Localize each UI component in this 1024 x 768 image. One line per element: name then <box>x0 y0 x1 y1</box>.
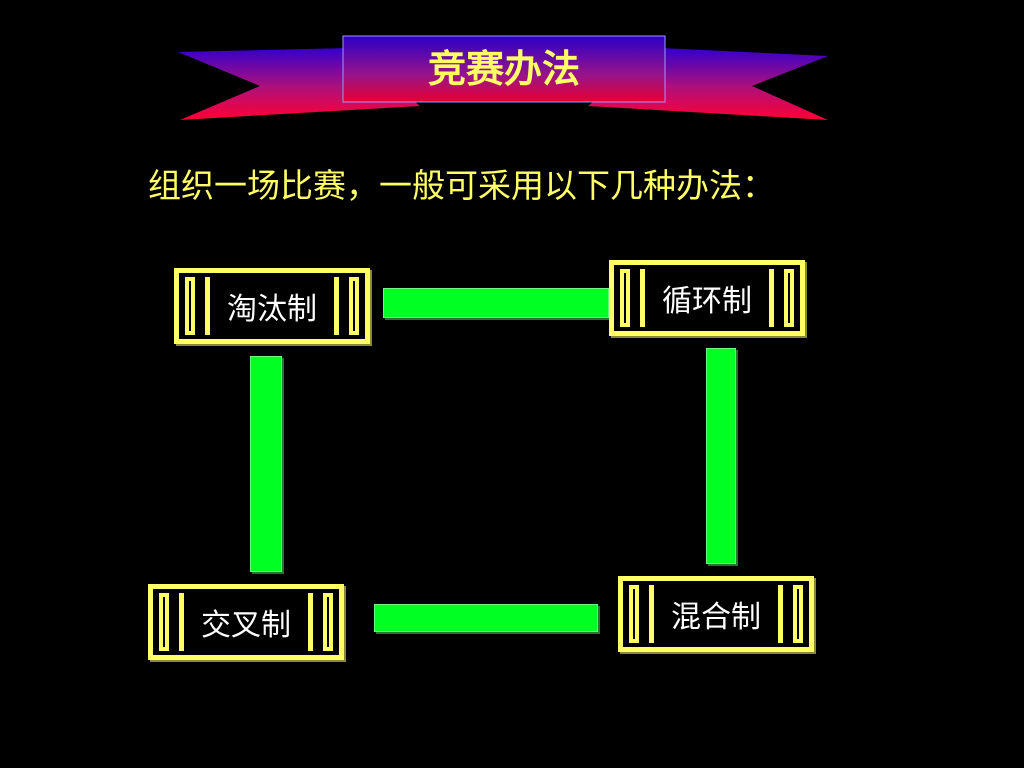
intro-text: 组织一场比赛，一般可采用以下几种办法： <box>148 166 775 205</box>
node-frame-bar <box>349 277 359 335</box>
node-mixed: 混合制 <box>618 576 814 652</box>
node-label: 循环制 <box>640 269 774 327</box>
node-frame-bar <box>159 593 169 651</box>
title-banner <box>178 35 828 120</box>
node-frame-bar <box>620 269 630 327</box>
connector-left <box>250 356 282 572</box>
node-label: 交叉制 <box>179 593 313 651</box>
banner-center <box>342 35 666 103</box>
connector-right <box>706 348 736 564</box>
node-label: 混合制 <box>649 585 783 643</box>
connector-bottom <box>374 604 598 632</box>
node-elimination: 淘汰制 <box>174 268 370 344</box>
node-round-robin: 循环制 <box>609 260 805 336</box>
page-title: 竞赛办法 <box>427 47 580 91</box>
node-cross: 交叉制 <box>148 584 344 660</box>
node-frame-bar <box>793 585 803 643</box>
connector-top <box>383 288 609 318</box>
node-frame-bar <box>323 593 333 651</box>
node-frame-bar <box>784 269 794 327</box>
node-frame-bar <box>629 585 639 643</box>
node-frame-bar <box>185 277 195 335</box>
node-label: 淘汰制 <box>205 277 339 335</box>
